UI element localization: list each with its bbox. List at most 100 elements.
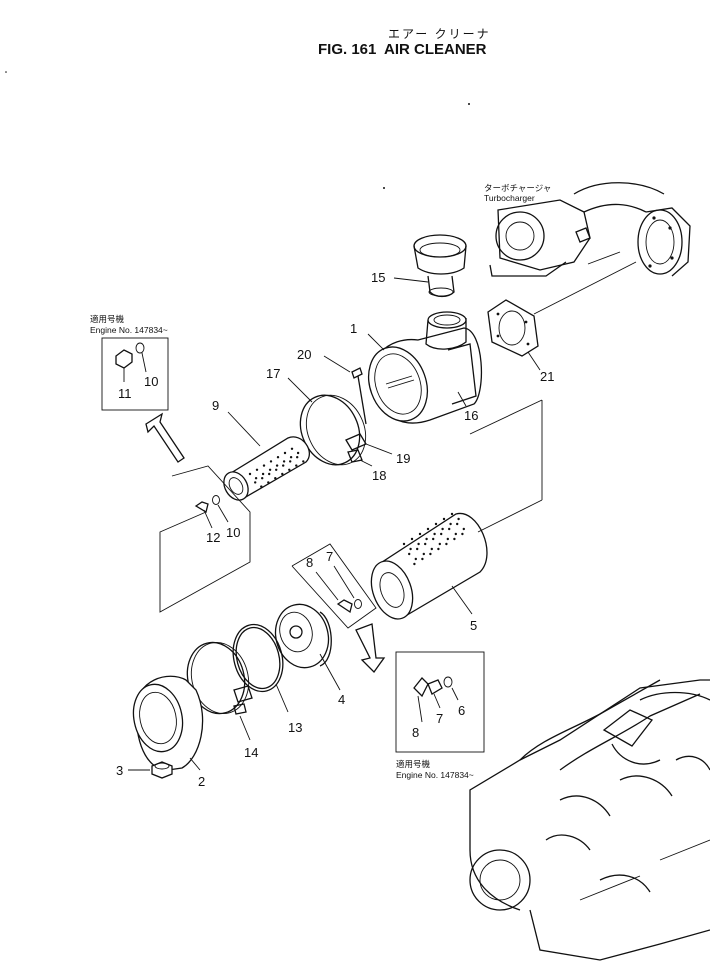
wing-nut-box: 8 7 — [291, 543, 386, 674]
callout-13: 13 — [288, 720, 302, 735]
perforation-dot — [429, 552, 432, 556]
perforation-dot — [296, 456, 299, 459]
nut-3: 3 — [116, 761, 173, 779]
perforation-dot — [276, 456, 280, 459]
turbocharger-label-en: Turbocharger — [484, 193, 535, 203]
perforation-dot — [267, 481, 270, 484]
perforation-dot — [275, 468, 278, 471]
perforation-dot — [410, 537, 414, 541]
perforation-dot — [454, 532, 457, 536]
callout-19: 19 — [396, 451, 410, 466]
perforation-dot — [261, 477, 264, 480]
callout-11: 11 — [118, 386, 132, 401]
perforation-dot — [449, 522, 452, 526]
note-lower-en: Engine No. 147834~ — [396, 770, 474, 780]
figure-number: FIG. 161 — [318, 41, 376, 58]
perforation-dot — [296, 451, 300, 455]
perforation-dot — [262, 464, 266, 467]
callout-17: 17 — [266, 366, 280, 381]
callout-14: 14 — [244, 745, 258, 760]
perforation-dot — [462, 527, 465, 531]
note-upper-en: Engine No. 147834~ — [90, 325, 168, 335]
perforation-dot — [441, 527, 444, 531]
perforation-dot — [425, 537, 428, 541]
perforation-dot — [442, 517, 446, 521]
perforation-dot — [448, 527, 451, 531]
callout-6: 6 — [458, 703, 465, 718]
perforation-dot — [446, 537, 449, 541]
callout-5: 5 — [470, 618, 477, 633]
perforation-dot — [408, 552, 411, 556]
callout-8b: 8 — [412, 725, 419, 740]
perforation-dot — [438, 542, 441, 546]
note-lower-jp: 適用号機 — [396, 759, 431, 769]
perforation-dot — [413, 562, 416, 566]
perforation-dot — [422, 552, 425, 556]
engine-block — [469, 679, 710, 961]
air-cleaner-body-16: 1 16 — [350, 311, 483, 424]
perforation-dot — [290, 447, 294, 450]
callout-9: 9 — [212, 398, 219, 413]
cover-2: 2 — [132, 675, 205, 789]
bolt-20: 20 — [297, 347, 367, 425]
pre-cleaner-15: 15 — [371, 234, 467, 298]
perforation-dot — [289, 460, 292, 463]
perforation-dot — [274, 477, 277, 480]
callout-20: 20 — [297, 347, 311, 362]
safety-element-9: 9 — [212, 398, 311, 501]
perforation-dot — [421, 557, 424, 561]
o-ring-13: 13 — [232, 623, 302, 735]
perforation-dot — [430, 547, 433, 551]
callout-10: 10 — [144, 374, 158, 389]
turbocharger: ターボチャージャ Turbocharger — [484, 182, 691, 277]
callout-2: 2 — [198, 774, 205, 789]
perforation-dot — [440, 532, 443, 536]
perforation-dot — [457, 517, 460, 521]
perforation-dot — [416, 547, 419, 551]
perforation-dot — [456, 522, 459, 526]
perforation-dot — [453, 537, 456, 541]
perforation-dot — [282, 460, 286, 463]
perforation-dot — [417, 542, 420, 546]
perforation-dot — [434, 522, 438, 526]
gasket-21: 21 — [487, 261, 637, 384]
callout-18: 18 — [372, 468, 386, 483]
perforation-dot — [269, 460, 273, 463]
baffle-4: 4 — [274, 603, 345, 707]
perforation-dot — [268, 468, 272, 471]
figure-title: AIR CLEANER — [384, 41, 487, 58]
callout-12: 12 — [206, 530, 220, 545]
perforation-dot — [461, 532, 464, 536]
detail-bracket-middle: 12 10 — [159, 465, 251, 613]
perforation-dot — [409, 547, 412, 551]
primary-element-5: 5 — [370, 399, 543, 633]
perforation-dot — [283, 451, 287, 455]
callout-4: 4 — [338, 692, 345, 707]
perforation-dot — [254, 481, 257, 484]
perforation-dot — [426, 527, 430, 531]
perforation-dot — [282, 464, 285, 467]
perforation-dot — [255, 468, 259, 471]
perforation-dot — [248, 472, 252, 476]
callout-15: 15 — [371, 270, 385, 285]
perforation-dot — [281, 472, 284, 476]
perforation-dot — [433, 532, 436, 536]
callout-21: 21 — [540, 369, 554, 384]
detail-box-lower: 8 7 6 適用号機 Engine No. 147834~ — [395, 651, 485, 780]
perforation-dot — [288, 468, 291, 471]
perforation-dot — [302, 460, 305, 463]
callout-10b: 10 — [226, 525, 240, 540]
note-upper-jp: 適用号機 — [90, 314, 125, 324]
detail-box-upper: 適用号機 Engine No. 147834~ 11 10 — [90, 314, 185, 463]
perforation-dot — [437, 547, 440, 551]
perforation-dot — [289, 456, 293, 459]
perforation-dot — [432, 537, 435, 541]
perforation-dot — [445, 542, 448, 546]
perforation-dot — [268, 472, 271, 476]
callout-7b: 7 — [436, 711, 443, 726]
callout-7: 7 — [326, 549, 333, 564]
callout-3: 3 — [116, 763, 123, 778]
callout-16: 16 — [464, 408, 478, 423]
perforation-dot — [261, 472, 265, 476]
